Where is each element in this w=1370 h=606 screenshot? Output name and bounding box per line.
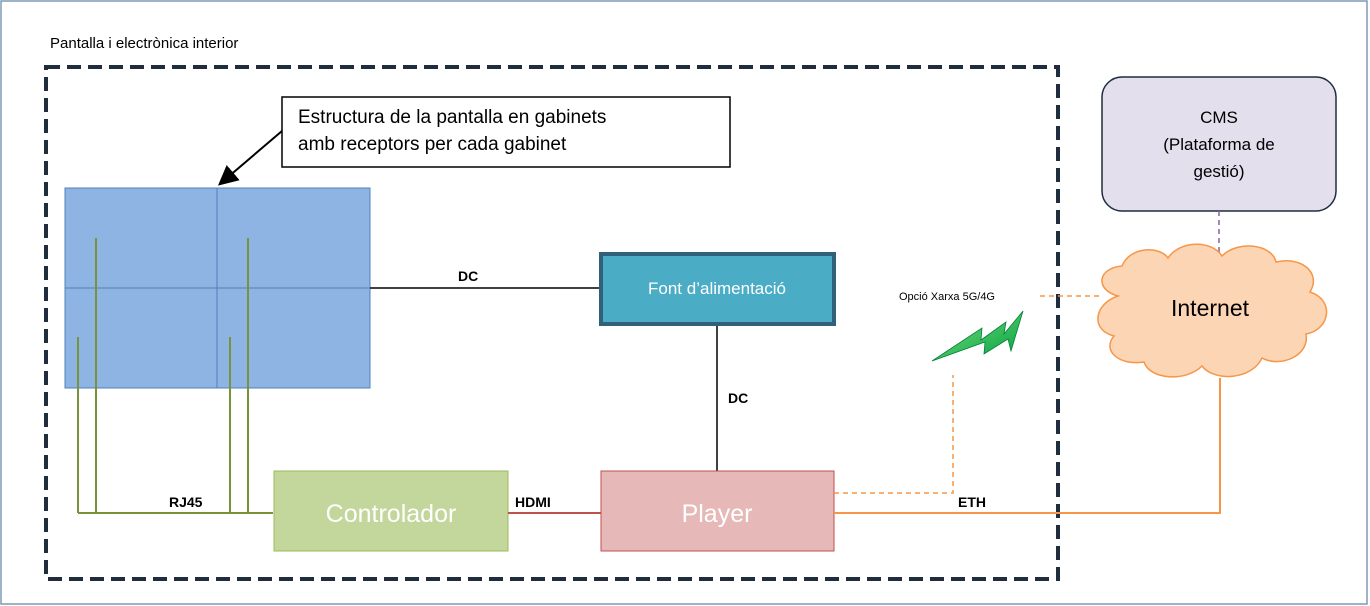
eth-label: ETH: [958, 494, 986, 510]
player-label: Player: [682, 500, 753, 528]
power-supply-label: Font d’alimentació: [648, 279, 786, 298]
cms-label-line-2: (Plataforma de: [1163, 135, 1275, 154]
eth-line: [834, 378, 1221, 514]
player-node: Player: [600, 470, 835, 552]
section-title: Pantalla i electrònica interior: [50, 35, 238, 52]
cms-label-line-3: gestió): [1193, 162, 1244, 181]
controller-label: Controlador: [326, 500, 457, 528]
rj45-cabling: [77, 238, 273, 514]
led-screen: [64, 187, 371, 389]
wireless-link-line: [834, 375, 954, 494]
network-option-label: Opció Xarxa 5G/4G: [899, 291, 995, 303]
controller-node: Controlador: [273, 470, 509, 552]
interior-enclosure: [44, 65, 1060, 581]
dc-player-label: DC: [728, 390, 748, 406]
internet-cloud: Internet: [1097, 243, 1328, 378]
dc-screen-label: DC: [458, 268, 478, 284]
cms-label-line-1: CMS: [1200, 108, 1238, 127]
hdmi-label: HDMI: [515, 494, 551, 510]
callout-line-2: amb receptors per cada gabinet: [298, 134, 567, 155]
callout-box: Estructura de la pantalla en gabinets am…: [281, 96, 731, 168]
rj45-label: RJ45: [169, 494, 203, 510]
power-supply-node: Font d’alimentació: [599, 252, 836, 326]
internet-label: Internet: [1171, 295, 1250, 321]
wireless-signal-icon: [931, 310, 1024, 362]
callout-line-1: Estructura de la pantalla en gabinets: [298, 107, 606, 128]
callout-arrow: [217, 130, 283, 186]
cms-node: CMS (Plataforma de gestió): [1101, 76, 1337, 212]
